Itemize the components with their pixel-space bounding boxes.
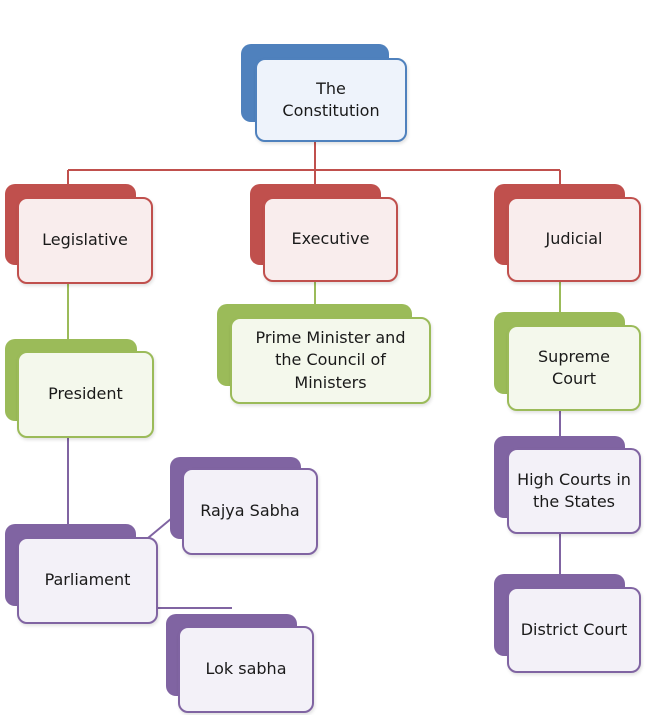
node-front: District Court	[507, 587, 641, 673]
node-front: Judicial	[507, 197, 641, 282]
node-front: Rajya Sabha	[182, 468, 318, 555]
node-front: President	[17, 351, 154, 438]
node-label-district: District Court	[520, 619, 628, 639]
node-label-president: President	[48, 384, 123, 404]
node-label-rajya: Rajya Sabha	[200, 501, 300, 521]
node-front: Lok sabha	[178, 626, 314, 713]
node-label-executive: Executive	[291, 229, 370, 249]
node-label-legislative: Legislative	[42, 230, 128, 250]
node-label-lok: Lok sabha	[205, 659, 287, 679]
node-front: Executive	[263, 197, 398, 282]
node-label-parliament: Parliament	[44, 570, 131, 590]
connector-constitution-branches	[67, 140, 561, 185]
node-front: Parliament	[17, 537, 158, 624]
connector-parliament-rajya	[147, 517, 173, 539]
node-front: Legislative	[17, 197, 153, 284]
node-label-judicial: Judicial	[545, 229, 603, 249]
